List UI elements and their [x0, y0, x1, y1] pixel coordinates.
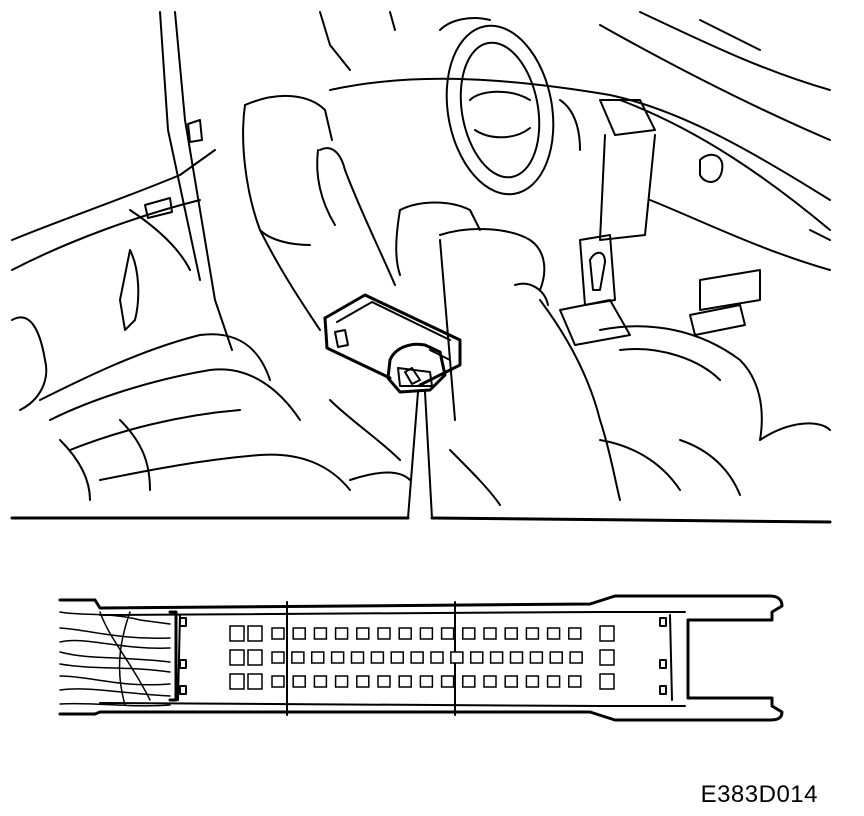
- connector-pin: [546, 627, 561, 640]
- connector-pin: [440, 675, 455, 688]
- connector-pin: [549, 651, 563, 664]
- connector-pin: [291, 651, 305, 664]
- connector-pin: [525, 675, 540, 688]
- connector-pin: [568, 675, 582, 688]
- connector-pin: [350, 651, 365, 664]
- connector-pin: [419, 627, 434, 640]
- connector-pin: [483, 627, 497, 640]
- connector-pin: [419, 675, 434, 688]
- connector-pin: [356, 675, 370, 688]
- connector-pin: [398, 675, 412, 688]
- connector-pin: [489, 651, 504, 664]
- wire-bundle: [59, 611, 171, 707]
- connector-pin: [440, 627, 455, 640]
- connector-detail-view: [58, 594, 784, 722]
- connector-pin: [390, 651, 404, 664]
- connector-pin: [271, 675, 285, 688]
- connector-pin-large: [247, 673, 263, 690]
- connector-pin-large: [229, 649, 245, 666]
- connector-pin-large: [229, 673, 245, 690]
- connector-pin: [568, 627, 582, 640]
- connector-pin: [313, 675, 328, 688]
- connector-pin: [430, 651, 444, 664]
- vehicle-interior-view: [11, 11, 831, 519]
- connector-pin: [504, 675, 518, 688]
- connector-pin-large: [599, 649, 615, 666]
- connector-pin-large: [599, 625, 615, 642]
- connector-pin-large: [599, 673, 615, 690]
- figure-code-label: E383D014: [700, 781, 818, 808]
- connector-pin-grid: [229, 625, 615, 690]
- connector-pin: [462, 627, 476, 640]
- connector-pin: [546, 675, 561, 688]
- connector-pin: [462, 675, 476, 688]
- connector-pin: [292, 675, 306, 688]
- connector-pin: [313, 627, 328, 640]
- connector-pin: [569, 651, 583, 664]
- connector-pin: [470, 651, 484, 664]
- connector-pin: [271, 627, 285, 640]
- connector-pin-large: [247, 625, 263, 642]
- connector-pin: [377, 627, 391, 640]
- connector-pin: [271, 651, 285, 664]
- connector-pin: [292, 627, 306, 640]
- connector-pin: [311, 651, 325, 664]
- connector-pin: [356, 627, 370, 640]
- connector-pin-large: [229, 625, 245, 642]
- connector-pin: [529, 651, 544, 664]
- separator-line: [10, 516, 832, 524]
- connector-pin: [330, 651, 345, 664]
- connector-pin: [377, 675, 391, 688]
- connector-pin: [370, 651, 385, 664]
- connector-pin: [525, 627, 540, 640]
- connector-pin: [450, 651, 464, 664]
- connector-pin: [504, 627, 518, 640]
- connector-pin: [483, 675, 497, 688]
- connector-pin: [334, 675, 349, 688]
- connector-pin: [410, 651, 424, 664]
- connector-pin-large: [247, 649, 263, 666]
- connector-pin: [334, 627, 349, 640]
- connector-pin: [509, 651, 524, 664]
- connector-pin: [398, 627, 412, 640]
